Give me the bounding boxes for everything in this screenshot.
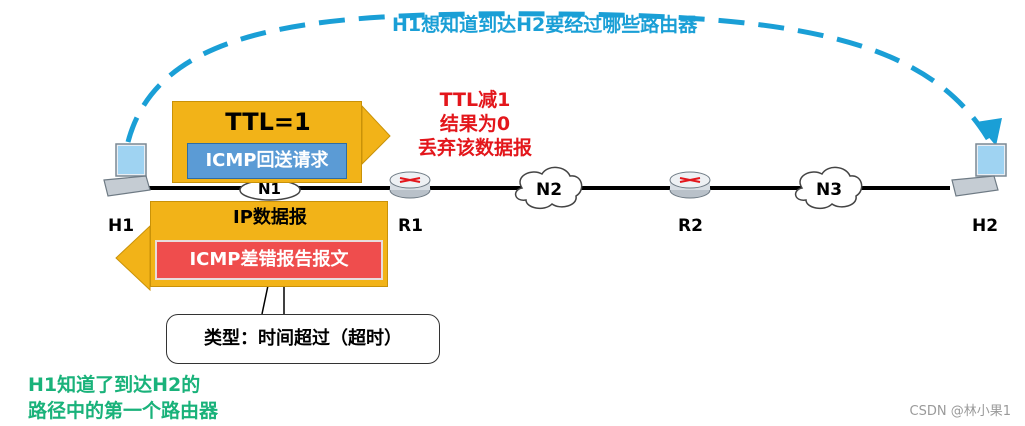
route-arc-arrowhead — [976, 118, 1002, 146]
host-h2-label: H2 — [972, 216, 999, 236]
ttl-label: TTL=1 — [225, 108, 311, 136]
r1-action-line3: 丢弃该数据报 — [417, 137, 532, 159]
icmp-request-label: ICMP回送请求 — [187, 143, 347, 179]
network-n2-label: N2 — [536, 180, 563, 200]
watermark: CSDN @林小果1 — [909, 404, 1011, 419]
cloud-n2-icon — [514, 166, 583, 210]
conclusion-note: H1知道了到达H2的 路径中的第一个路由器 — [28, 372, 218, 424]
laptop-h1-icon — [103, 143, 151, 197]
r1-action-line2: 结果为0 — [439, 113, 511, 135]
icmp-error-label: ICMP差错报告报文 — [155, 240, 383, 280]
host-h1-label: H1 — [108, 216, 135, 236]
conclusion-line1: H1知道了到达H2的 — [28, 374, 201, 396]
r1-action-note: TTL减1 结果为0 丢弃该数据报 — [410, 88, 540, 160]
network-n3-label: N3 — [816, 180, 843, 200]
cloud-n3-icon — [794, 166, 863, 210]
router-r1-icon — [389, 171, 431, 199]
router-r1-label: R1 — [398, 216, 423, 236]
type-callout: 类型：时间超过（超时） — [166, 314, 440, 364]
router-r2-icon — [669, 171, 711, 199]
network-n1-label: N1 — [258, 180, 281, 198]
diagram-title: H1想知道到达H2要经过哪些路由器 — [392, 14, 698, 36]
conclusion-line2: 路径中的第一个路由器 — [28, 400, 219, 422]
laptop-h2-icon — [951, 143, 1007, 197]
r1-action-line1: TTL减1 — [439, 89, 511, 111]
error-packet: IP数据报 ICMP差错报告报文 — [150, 201, 388, 287]
router-r2-label: R2 — [678, 216, 703, 236]
route-arc — [125, 11, 993, 144]
ttl-packet-arrow — [361, 104, 391, 166]
ttl-packet: TTL=1 ICMP回送请求 — [172, 101, 362, 183]
ip-datagram-label: IP数据报 — [233, 207, 307, 228]
